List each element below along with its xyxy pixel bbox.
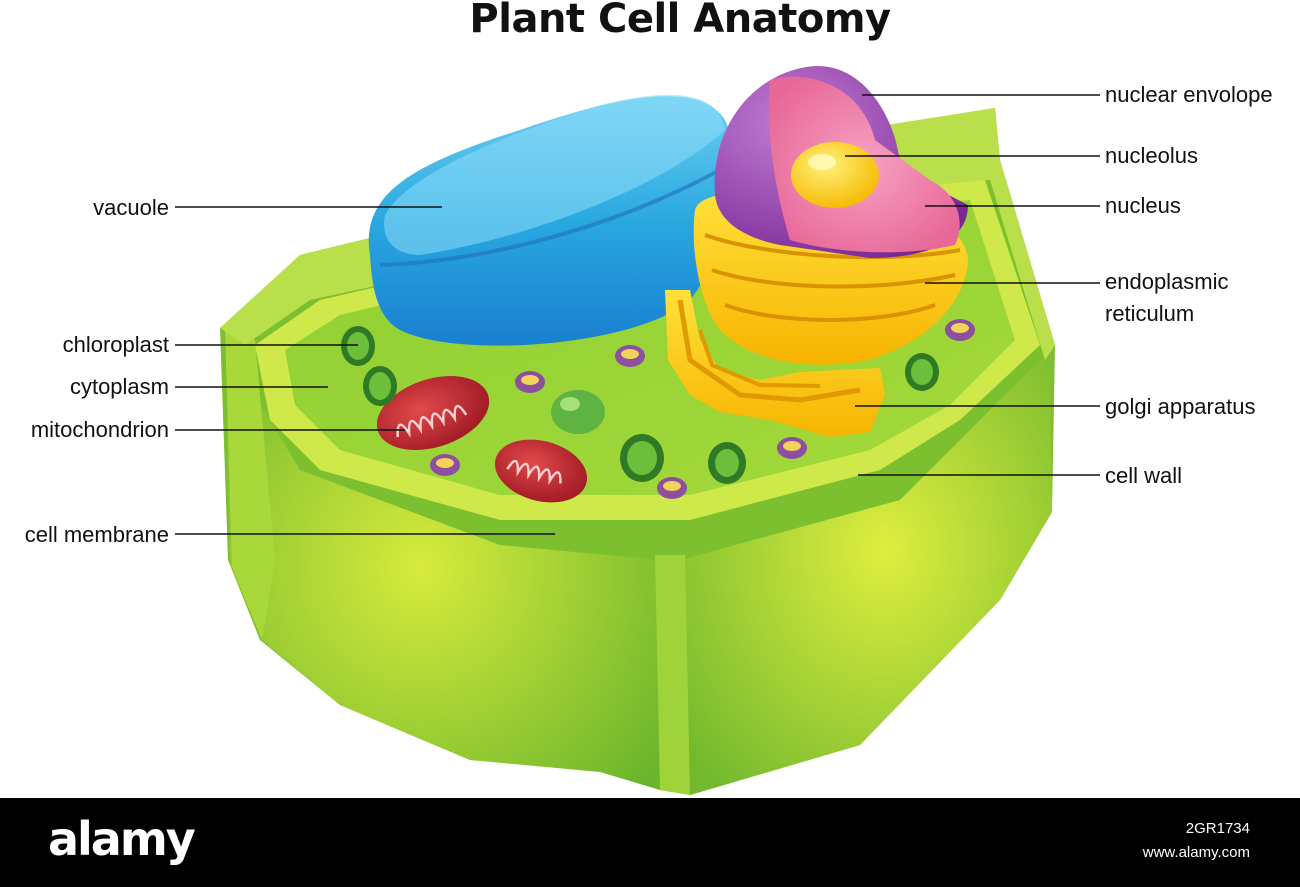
label-cytoplasm: cytoplasm [69,374,169,399]
chloroplast-shapes [341,326,939,484]
vesicle-shapes [430,319,975,499]
label-chloroplast: chloroplast [62,332,169,357]
watermark-image-id: 2GR1734 [1185,820,1250,837]
diagram-title: Plant Cell Anatomy [469,0,891,42]
watermark-footer: alamy 2GR1734 www.alamy.com [0,798,1300,887]
plant-cell-illustration [175,65,1100,795]
label-golgi-apparatus: golgi apparatus [1105,394,1256,419]
label-nucleus: nucleus [1105,193,1181,218]
label-reticulum: reticulum [1105,301,1195,326]
mitochondrion-shape [376,376,588,503]
label-mitochondrion: mitochondrion [30,417,169,442]
watermark-site: www.alamy.com [1142,844,1250,861]
label-cell-wall: cell wall [1105,463,1183,488]
label-endoplasmic: endoplasmic [1105,269,1229,294]
leader-lines [175,94,1100,535]
golgi-shape [665,290,885,437]
label-nuclear-envelope: nuclear envolope [1105,82,1273,107]
vacuole-shape [368,94,734,346]
nucleus-shape [714,65,968,258]
watermark-brand: alamy [48,812,196,866]
label-vacuole: vacuole [93,195,169,220]
label-nucleolus: nucleolus [1105,143,1198,168]
label-cell-membrane: cell membrane [24,522,169,547]
